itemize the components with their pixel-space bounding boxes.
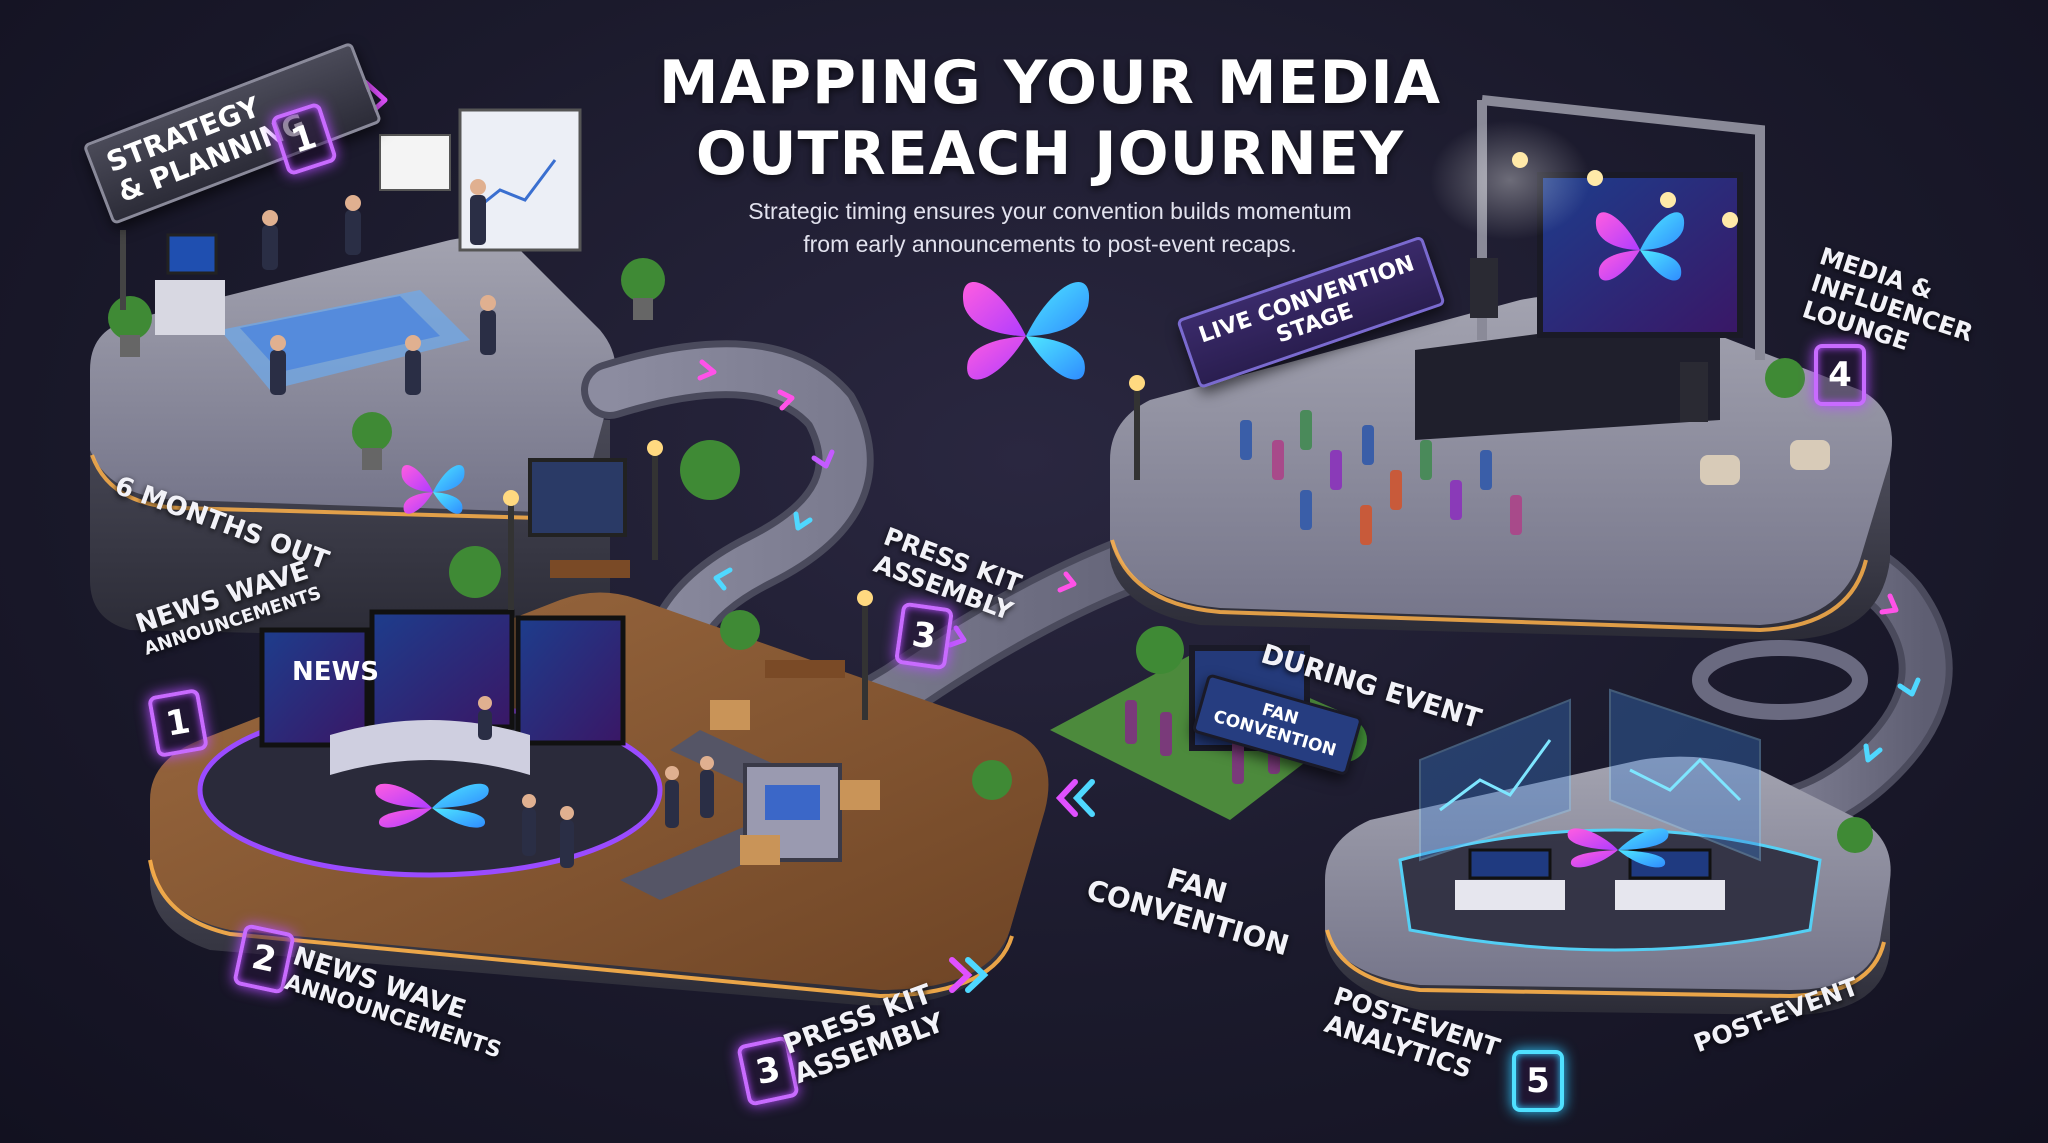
subtitle-line-2: from early announcements to post-event r… — [803, 231, 1297, 258]
subtitle-line-1: Strategic timing ensures your convention… — [748, 198, 1352, 224]
press-kit-upper-step-number: 3 — [893, 601, 955, 671]
stage-platform — [1110, 95, 1892, 640]
post-event-analytics-step-number: 5 — [1512, 1050, 1564, 1112]
news-platform — [148, 440, 1049, 1006]
media-lounge-step-number: 4 — [1814, 344, 1866, 406]
news-screen-text: NEWS — [292, 657, 379, 687]
page-title: MAPPING YOUR MEDIA OUTREACH JOURNEY — [560, 48, 1540, 190]
analytics-platform — [1325, 640, 1891, 1015]
sign-post — [120, 230, 126, 310]
chevron-left-icon — [1055, 779, 1095, 817]
butterfly-logo-icon — [401, 465, 465, 514]
chevron-right-icon — [949, 957, 989, 993]
butterfly-logo-icon — [962, 282, 1090, 380]
butterfly-logo-icon — [375, 783, 489, 828]
page-subtitle: Strategic timing ensures your convention… — [640, 195, 1460, 262]
butterfly-logo-icon — [1567, 828, 1669, 868]
title-line-1: MAPPING YOUR MEDIA — [658, 48, 1442, 118]
strategy-platform — [90, 108, 665, 640]
butterfly-logo-icon — [1595, 212, 1685, 281]
title-line-2: OUTREACH JOURNEY — [695, 118, 1405, 189]
news-wave-upper-step-number: 1 — [147, 687, 209, 759]
